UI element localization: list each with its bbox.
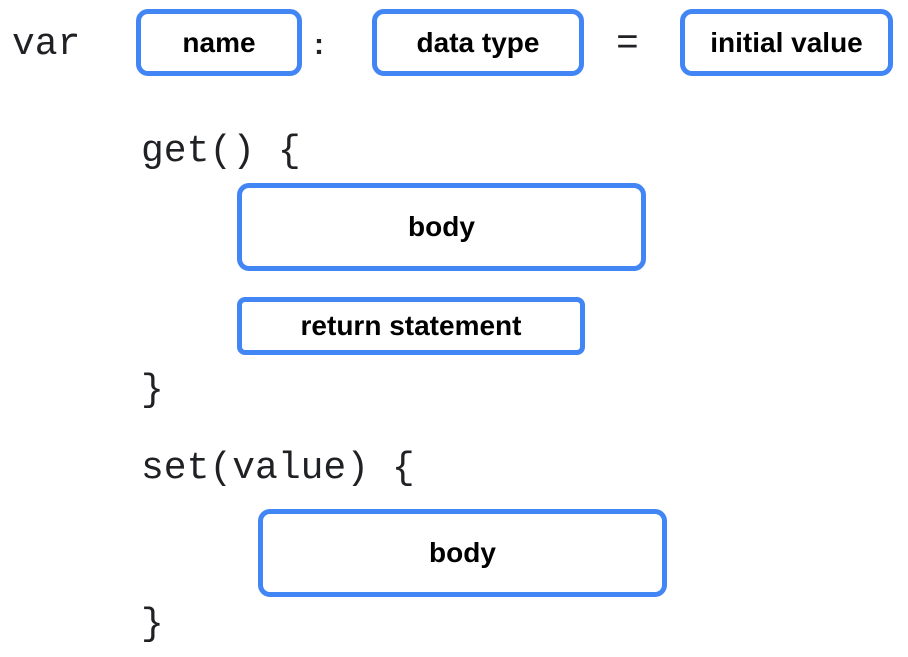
setter-close: }	[141, 603, 164, 646]
return-statement-box: return statement	[237, 297, 585, 355]
equals-sign: =	[616, 23, 639, 66]
setter-body-box: body	[258, 509, 667, 597]
initial-value-box: initial value	[680, 9, 893, 76]
data-type-box: data type	[372, 9, 584, 76]
colon-separator: :	[314, 28, 324, 61]
getter-open: get() {	[141, 130, 301, 173]
getter-body-box: body	[237, 183, 646, 271]
setter-open: set(value) {	[141, 447, 415, 490]
var-keyword: var	[12, 23, 81, 66]
getter-close: }	[141, 369, 164, 412]
name-box: name	[136, 9, 302, 76]
